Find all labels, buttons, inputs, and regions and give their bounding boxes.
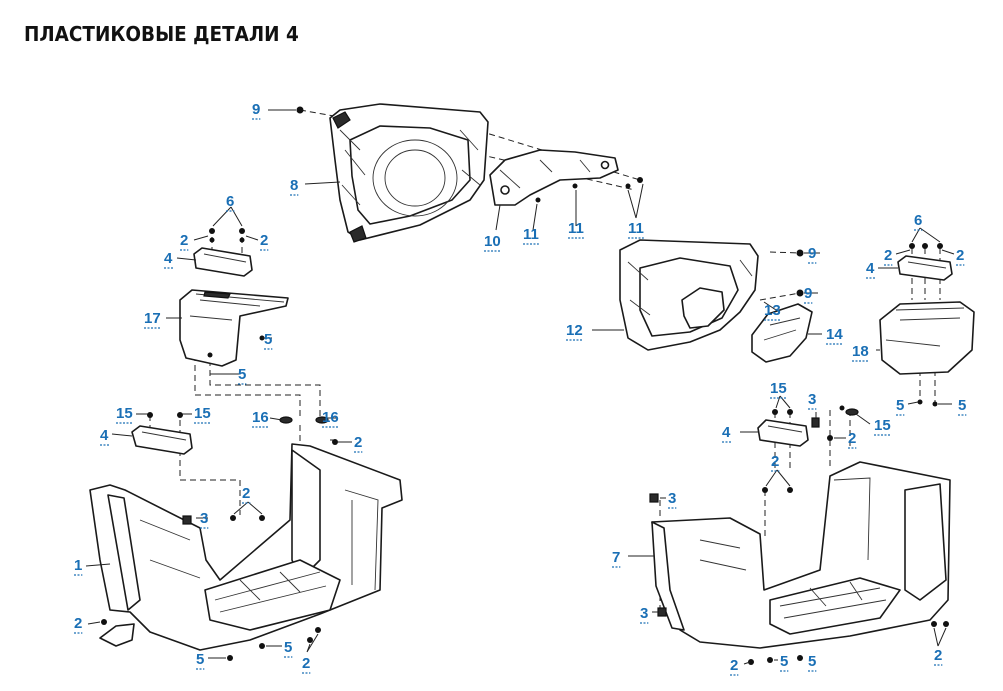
callout-11: 11 <box>628 220 644 237</box>
callout-4: 4 <box>164 250 173 267</box>
callout-2: 2 <box>354 434 362 451</box>
callout-2: 2 <box>730 657 738 674</box>
callout-9: 9 <box>252 101 260 118</box>
part-18-step-box <box>879 301 975 375</box>
callout-9: 9 <box>808 245 816 262</box>
callout-9: 9 <box>804 285 812 302</box>
callout-2: 2 <box>956 247 964 264</box>
fasteners <box>101 106 949 665</box>
callout-3: 3 <box>668 490 676 507</box>
direction-arrow-sticker <box>99 623 135 647</box>
callout-15: 15 <box>116 405 133 422</box>
callout-5: 5 <box>284 639 292 656</box>
callout-14: 14 <box>826 326 843 343</box>
callout-15: 15 <box>194 405 211 422</box>
callout-5: 5 <box>958 397 966 414</box>
callout-16: 16 <box>322 409 339 426</box>
callout-15: 15 <box>770 380 787 397</box>
callout-2: 2 <box>260 232 268 249</box>
callout-2: 2 <box>74 615 82 632</box>
callout-12: 12 <box>566 322 583 339</box>
leader-lines <box>85 109 955 665</box>
callout-3: 3 <box>200 510 208 527</box>
part-10-bracket <box>489 149 619 206</box>
callout-3: 3 <box>640 605 648 622</box>
callout-2: 2 <box>242 485 250 502</box>
callout-6: 6 <box>226 193 234 210</box>
part-4-rail-left-lower <box>131 425 193 455</box>
callout-10: 10 <box>484 233 501 250</box>
part-7-right-footwell <box>651 461 951 649</box>
part-12-panel <box>619 239 759 351</box>
part-8-side-panel <box>329 103 489 243</box>
part-4-rail-left-top <box>193 247 253 277</box>
callout-16: 16 <box>252 409 269 426</box>
part-1-left-footwell <box>89 443 403 651</box>
callout-5: 5 <box>896 397 904 414</box>
callout-11: 11 <box>568 220 584 237</box>
callout-17: 17 <box>144 310 161 327</box>
callout-1: 1 <box>74 557 82 574</box>
part-4-rail-right-lower <box>757 419 809 447</box>
callout-11: 11 <box>523 226 539 243</box>
callout-2: 2 <box>771 453 779 470</box>
callout-2: 2 <box>848 430 856 447</box>
callout-13: 13 <box>764 302 781 319</box>
callout-5: 5 <box>264 331 272 348</box>
callout-2: 2 <box>934 647 942 664</box>
callout-6: 6 <box>914 212 922 229</box>
callout-4: 4 <box>722 424 731 441</box>
callout-8: 8 <box>290 177 298 194</box>
callout-18: 18 <box>852 343 869 360</box>
callout-5: 5 <box>238 366 246 383</box>
callout-2: 2 <box>180 232 188 249</box>
callout-3: 3 <box>808 391 816 408</box>
callout-2: 2 <box>302 655 310 672</box>
callout-5: 5 <box>808 653 816 670</box>
callout-labels: 9 8 10 11 11 11 9 9 12 13 14 6 2 2 4 17 … <box>74 101 967 676</box>
part-14-cover <box>751 303 813 363</box>
callout-7: 7 <box>612 549 620 566</box>
callout-5: 5 <box>780 653 788 670</box>
callout-4: 4 <box>100 427 109 444</box>
callout-5: 5 <box>196 651 204 668</box>
callout-15: 15 <box>874 417 891 434</box>
part-4-rail-right-top <box>897 255 953 281</box>
callout-2: 2 <box>884 247 892 264</box>
page-title: ПЛАСТИКОВЫЕ ДЕТАЛИ 4 <box>24 22 299 46</box>
callout-4: 4 <box>866 260 875 277</box>
part-17-step-box <box>179 289 289 367</box>
